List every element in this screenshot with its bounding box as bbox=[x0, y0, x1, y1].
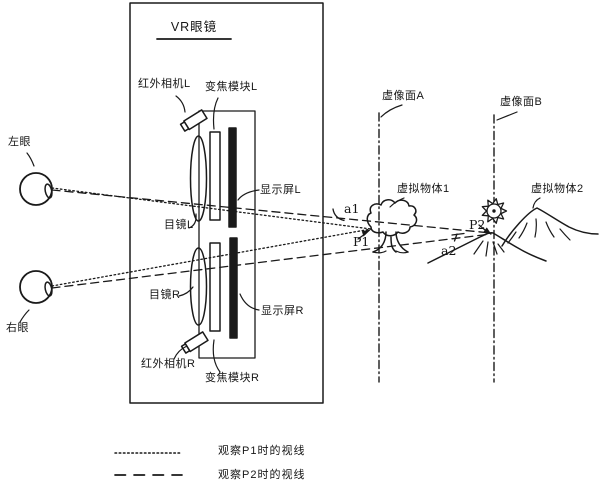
leader-virtual-plane-a bbox=[380, 104, 403, 118]
virtual-object-1-tree bbox=[366, 199, 418, 254]
label-eyepiece-l: 目镜L bbox=[164, 219, 194, 231]
legend-item-observe-p2: 观察P2时的视线 bbox=[218, 469, 306, 481]
display-l-shape bbox=[228, 127, 237, 228]
sight-line-p2-left-eye bbox=[51, 189, 492, 234]
label-virtual-object-2: 虚拟物体2 bbox=[531, 183, 584, 195]
sight-line-p1-right-eye bbox=[51, 228, 372, 287]
leader-ir-camera-r bbox=[173, 345, 188, 360]
eyepiece-r-lens bbox=[189, 247, 208, 326]
leader-zoom-module-l bbox=[212, 97, 219, 130]
label-zoom-module-r: 变焦模块R bbox=[205, 372, 260, 384]
sight-line-p2-right-eye bbox=[51, 233, 492, 289]
p1-arrow bbox=[357, 229, 371, 240]
angle-a2-mark bbox=[451, 232, 465, 242]
ir-camera-r-shape bbox=[180, 331, 209, 354]
leader-virtual-object-1 bbox=[389, 197, 405, 208]
legend-item-observe-p1: 观察P1时的视线 bbox=[218, 445, 306, 457]
leader-eyepiece-r bbox=[178, 286, 194, 297]
sight-lines bbox=[51, 187, 492, 289]
label-virtual-plane-a: 虚像面A bbox=[382, 90, 425, 102]
leader-display-l bbox=[237, 189, 260, 201]
leader-right-eye bbox=[19, 309, 30, 323]
sight-line-p1-left-eye bbox=[51, 187, 372, 230]
leader-lines bbox=[19, 95, 541, 373]
zoom-module-l-shape bbox=[209, 131, 221, 221]
label-display-l: 显示屏L bbox=[260, 184, 302, 196]
right-eye-shape bbox=[19, 270, 53, 304]
label-zoom-module-l: 变焦模块L bbox=[205, 81, 258, 93]
label-virtual-object-1: 虚拟物体1 bbox=[397, 183, 450, 195]
label-ir-camera-l: 红外相机L bbox=[138, 78, 191, 90]
label-angle-a1: a1 bbox=[344, 201, 360, 216]
optics-inner-box bbox=[198, 110, 256, 359]
label-virtual-plane-b: 虚像面B bbox=[500, 96, 543, 108]
leader-zoom-module-r bbox=[212, 339, 221, 373]
label-angle-a2: a2 bbox=[441, 243, 457, 258]
vr-glasses-outer-box bbox=[129, 2, 324, 404]
p2-arrow bbox=[478, 224, 492, 235]
label-p1: P1 bbox=[353, 234, 370, 249]
label-left-eye: 左眼 bbox=[8, 136, 31, 148]
zoom-module-r-shape bbox=[209, 242, 221, 332]
leader-ir-camera-l bbox=[175, 95, 186, 113]
angle-a1-mark bbox=[332, 208, 345, 222]
label-display-r: 显示屏R bbox=[261, 305, 304, 317]
label-eyepiece-r: 目镜R bbox=[149, 289, 181, 301]
sun-icon bbox=[481, 198, 508, 224]
virtual-object-2-mountains bbox=[427, 207, 599, 264]
label-p2: P2 bbox=[469, 217, 486, 232]
leader-eyepiece-l bbox=[188, 213, 197, 229]
left-eye-shape bbox=[19, 172, 53, 206]
leader-virtual-plane-b bbox=[496, 111, 518, 121]
display-r-shape bbox=[229, 237, 238, 339]
ir-camera-l-shape bbox=[179, 109, 208, 132]
diagram-title: VR眼镜 bbox=[170, 20, 218, 34]
leader-virtual-object-2 bbox=[532, 197, 541, 209]
eyepiece-l-lens bbox=[189, 135, 208, 222]
leader-left-eye bbox=[26, 152, 35, 167]
label-ir-camera-r: 红外相机R bbox=[141, 358, 196, 370]
leader-display-r bbox=[239, 293, 260, 311]
label-right-eye: 右眼 bbox=[6, 322, 29, 334]
